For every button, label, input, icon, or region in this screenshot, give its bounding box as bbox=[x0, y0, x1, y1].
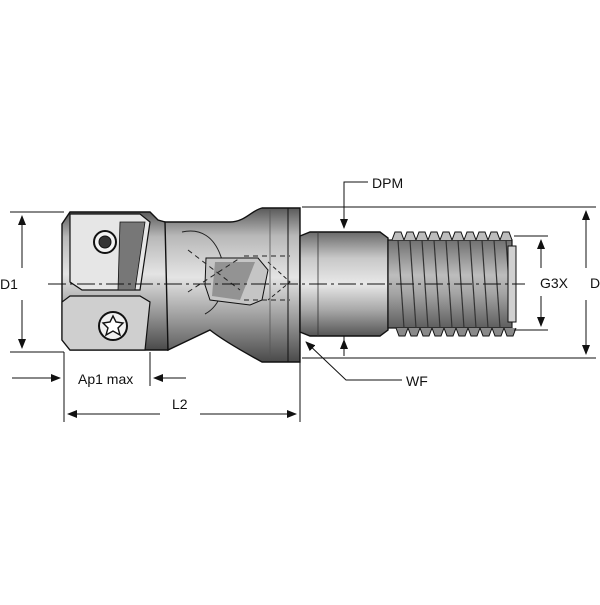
label-d: D bbox=[590, 275, 600, 291]
dimension-g3x: G3X bbox=[514, 235, 569, 331]
thread-crest-bottom bbox=[395, 327, 409, 337]
dimension-l2: L2 bbox=[63, 362, 301, 422]
thread-crest-top bbox=[439, 231, 453, 241]
dimension-d1: D1 bbox=[0, 211, 64, 353]
label-l2: L2 bbox=[172, 396, 188, 412]
dimension-d: D bbox=[302, 206, 600, 359]
thread-flank bbox=[469, 239, 477, 329]
label-wf: WF bbox=[406, 373, 428, 389]
label-dpm: DPM bbox=[372, 175, 403, 191]
torx-screw-lower-icon bbox=[98, 311, 128, 341]
thread-crest-top bbox=[403, 231, 417, 241]
cutter-head bbox=[61, 211, 171, 351]
thread-crest-bottom bbox=[503, 327, 517, 337]
thread-crest-bottom bbox=[467, 327, 481, 337]
label-d1: D1 bbox=[0, 276, 18, 292]
thread-crest-bottom bbox=[479, 327, 493, 337]
thread-crest-bottom bbox=[431, 327, 445, 337]
thread-crest-top bbox=[499, 231, 513, 241]
dimension-ap1-max: Ap1 max bbox=[12, 352, 186, 387]
thread-crest-bottom bbox=[443, 327, 457, 337]
insert-screw-upper-icon bbox=[93, 230, 117, 254]
thread-crest-bottom bbox=[491, 327, 505, 337]
thread-crest-bottom bbox=[419, 327, 433, 337]
tool-body bbox=[164, 207, 301, 363]
thread-crest-top bbox=[475, 231, 489, 241]
thread-crest-top bbox=[427, 231, 441, 241]
thread-crest-top bbox=[487, 231, 501, 241]
thread-crest-bottom bbox=[407, 327, 421, 337]
thread-crest-bottom bbox=[455, 327, 469, 337]
thread-crest-top bbox=[391, 231, 405, 241]
label-g3x: G3X bbox=[540, 275, 569, 291]
label-ap1-max: Ap1 max bbox=[78, 371, 133, 387]
thread-crest-top bbox=[415, 231, 429, 241]
dimension-wf: WF bbox=[305, 341, 428, 389]
thread-crest-top bbox=[463, 231, 477, 241]
thread-crest-top bbox=[451, 231, 465, 241]
dimension-dpm: DPM bbox=[340, 175, 403, 356]
